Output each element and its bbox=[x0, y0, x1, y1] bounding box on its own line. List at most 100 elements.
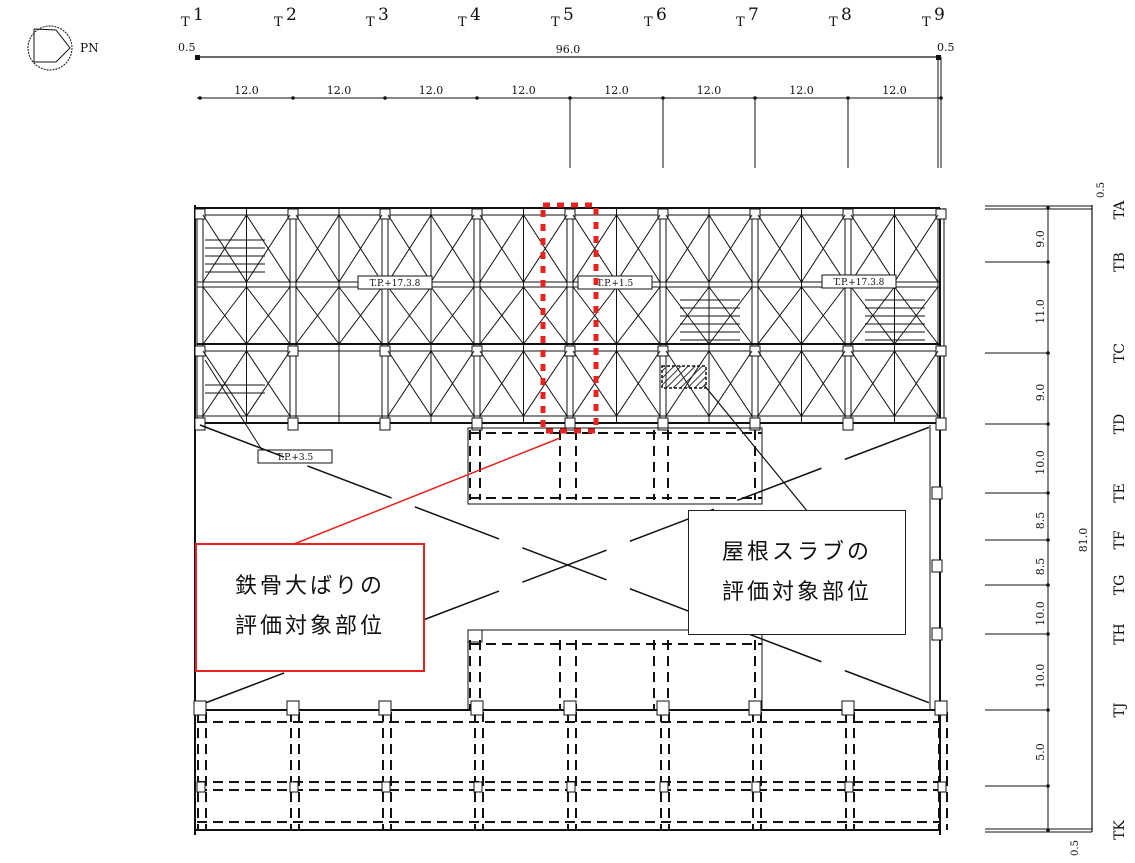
dim-dot bbox=[1046, 422, 1050, 426]
column-cap bbox=[751, 781, 761, 793]
brace bbox=[616, 214, 661, 283]
row-grid-label: TA bbox=[1112, 200, 1128, 220]
column-cap bbox=[657, 208, 669, 220]
row-grid-label: TH bbox=[1112, 623, 1128, 645]
column-cap bbox=[287, 345, 299, 357]
row-grid-label: TF bbox=[1112, 530, 1128, 549]
row-bay-dim-label: 5.0 bbox=[1034, 743, 1047, 761]
bay-dim-label: 12.0 bbox=[882, 84, 907, 97]
column-grid-label: 2 bbox=[286, 5, 297, 25]
brace bbox=[757, 350, 802, 417]
column-cap bbox=[749, 208, 761, 220]
column-cap bbox=[379, 208, 391, 220]
dim-dot bbox=[1046, 632, 1050, 636]
callout-line-2: 評価対象部位 bbox=[721, 580, 872, 605]
column-cap bbox=[657, 345, 669, 357]
edge-offset-left: 0.5 bbox=[178, 41, 196, 54]
row-grid-label: TC bbox=[1112, 343, 1128, 363]
level-tag-leader bbox=[204, 359, 263, 451]
callout-line-1: 屋根スラブの bbox=[721, 540, 872, 565]
brace bbox=[757, 214, 802, 283]
steel-beam-callout: 鉄骨大ばりの 評価対象部位 bbox=[195, 543, 425, 672]
column-cap bbox=[657, 417, 669, 431]
roof-slab-leader bbox=[703, 384, 809, 513]
dim-dot bbox=[1046, 538, 1050, 542]
bay-dim-label: 12.0 bbox=[604, 84, 629, 97]
row-bay-dim-label: 10.0 bbox=[1034, 601, 1047, 626]
roof-slab-highlight bbox=[661, 365, 707, 389]
column-grid-prefix: T bbox=[551, 15, 560, 30]
overall-dim-label: 96.0 bbox=[556, 43, 581, 56]
dim-dot bbox=[1046, 260, 1050, 264]
brace bbox=[387, 286, 432, 345]
column-cap bbox=[287, 208, 299, 220]
brace bbox=[479, 350, 524, 417]
brace bbox=[202, 350, 247, 417]
brace bbox=[338, 214, 383, 283]
callout-line-2: 評価対象部位 bbox=[234, 614, 385, 639]
row-bay-dim-label: 9.0 bbox=[1034, 230, 1047, 248]
column-cap bbox=[194, 417, 206, 431]
column-grid-prefix: T bbox=[366, 15, 375, 30]
column-grid-label: 1 bbox=[193, 5, 204, 25]
brace bbox=[295, 286, 340, 345]
row-grid-label: TG bbox=[1112, 575, 1128, 596]
inner-wall bbox=[467, 629, 763, 711]
column-grid-label: 7 bbox=[748, 5, 759, 25]
brace bbox=[572, 214, 617, 283]
level-tag-box bbox=[821, 274, 897, 289]
row-grid-label: TB bbox=[1112, 252, 1128, 272]
edge-offset-top: 0.5 bbox=[1096, 182, 1107, 198]
column-cap bbox=[193, 700, 207, 716]
wall-column bbox=[931, 486, 943, 500]
column-cap bbox=[196, 781, 206, 793]
column-cap bbox=[378, 700, 392, 716]
column-cap bbox=[841, 700, 855, 716]
brace bbox=[338, 286, 383, 345]
brace bbox=[246, 350, 291, 417]
wall-column bbox=[931, 559, 943, 573]
column-cap bbox=[194, 208, 206, 220]
bay-dim-label: 12.0 bbox=[234, 84, 259, 97]
brace bbox=[708, 214, 753, 283]
dim-dot bbox=[1046, 828, 1050, 832]
column-grid-label: 5 bbox=[563, 5, 574, 25]
bay-dim-label: 12.0 bbox=[789, 84, 814, 97]
brace bbox=[430, 214, 475, 283]
column-grid-prefix: T bbox=[458, 15, 467, 30]
dim-dot bbox=[475, 96, 479, 100]
column-cap bbox=[935, 345, 947, 357]
row-bay-dim-label: 8.5 bbox=[1034, 558, 1047, 576]
row-grid-label: TJ bbox=[1112, 703, 1128, 718]
level-tag-box bbox=[357, 275, 433, 290]
bay-dim-label: 12.0 bbox=[511, 84, 536, 97]
column-cap bbox=[564, 417, 576, 431]
brace bbox=[523, 214, 568, 283]
callout-leader-lines bbox=[288, 384, 809, 547]
column-cap bbox=[471, 345, 483, 357]
brace bbox=[387, 214, 432, 283]
column-cap bbox=[659, 781, 669, 793]
column-cap bbox=[842, 345, 854, 357]
column-cap bbox=[381, 781, 391, 793]
brace bbox=[801, 286, 846, 345]
level-tag: T.P.+1.5 bbox=[597, 279, 634, 289]
brace bbox=[757, 286, 802, 345]
column-cap bbox=[287, 417, 299, 431]
bay-dim-label: 12.0 bbox=[327, 84, 352, 97]
row-grid-label: TD bbox=[1112, 414, 1128, 435]
column-cap bbox=[379, 345, 391, 357]
column-cap bbox=[842, 208, 854, 220]
brace bbox=[801, 350, 846, 417]
evaluation-highlights bbox=[540, 202, 707, 434]
column-cap bbox=[286, 700, 300, 716]
column-cap bbox=[471, 417, 483, 431]
column-cap bbox=[749, 345, 761, 357]
column-grid-prefix: T bbox=[829, 15, 838, 30]
brace bbox=[894, 350, 939, 417]
brace bbox=[387, 350, 432, 417]
brace bbox=[246, 214, 291, 283]
